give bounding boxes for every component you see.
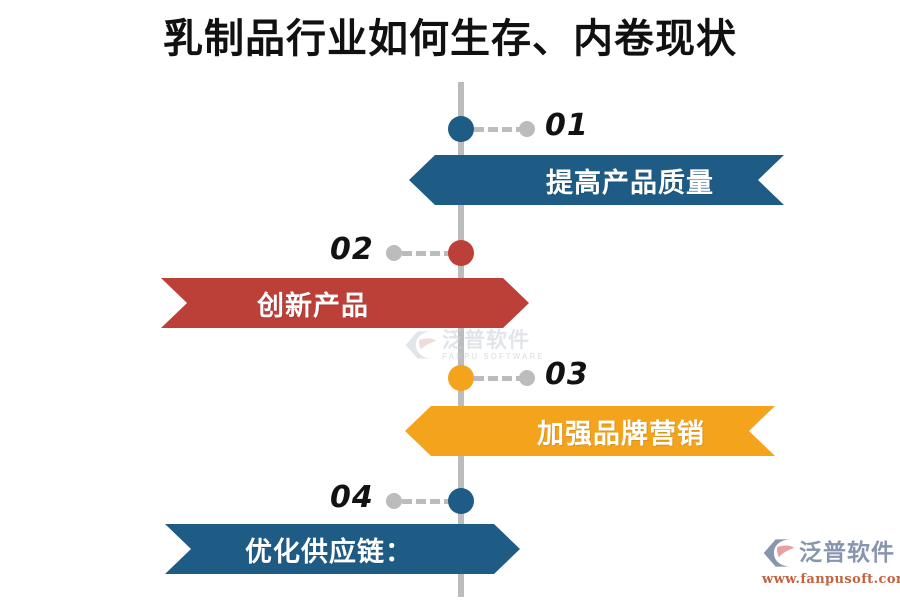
- center-watermark: 泛普软件 FANPU SOFTWARE: [404, 322, 554, 368]
- timeline-dot-03[interactable]: [448, 365, 474, 391]
- timeline-dot-04[interactable]: [448, 488, 474, 514]
- connector-endpoint-04: [386, 493, 402, 509]
- timeline-dot-01[interactable]: [448, 116, 474, 142]
- step-label-04: 优化供应链：: [245, 536, 413, 568]
- connector-endpoint-03: [519, 370, 535, 386]
- connector-dash-03: [474, 376, 526, 381]
- timeline-dot-02[interactable]: [448, 240, 474, 266]
- connector-row-02: 02: [330, 232, 490, 267]
- step-label-03: 加强品牌营销: [537, 418, 705, 450]
- fanpu-logo-icon: [405, 331, 437, 359]
- step-label-02: 创新产品: [257, 290, 369, 322]
- fanpu-logo-icon: [763, 539, 795, 567]
- step-label-01: 提高产品质量: [546, 167, 714, 199]
- step-banner-01[interactable]: 提高产品质量: [409, 155, 784, 205]
- connector-endpoint-01: [519, 121, 535, 137]
- timeline-spine: [458, 82, 464, 597]
- connector-dash-02: [402, 251, 454, 256]
- connector-dash-04: [402, 499, 454, 504]
- connector-endpoint-02: [386, 245, 402, 261]
- connector-row-01: 01: [448, 108, 608, 143]
- step-banner-04[interactable]: 优化供应链：: [165, 524, 520, 574]
- watermark-text: 泛普软件 FANPU SOFTWARE: [442, 327, 545, 361]
- brand-logo: 泛普软件 www.fanpusoft.com: [762, 536, 900, 590]
- connector-row-03: 03: [448, 357, 608, 392]
- logo-brand-cn: 泛普软件: [799, 539, 895, 566]
- step-number-02: 02: [330, 232, 374, 267]
- watermark-brand-en: FANPU SOFTWARE: [442, 351, 545, 361]
- page-title: 乳制品行业如何生存、内卷现状: [163, 15, 737, 62]
- step-number-03: 03: [545, 357, 589, 392]
- step-number-04: 04: [330, 480, 374, 515]
- logo-row: 泛普软件: [762, 536, 895, 570]
- step-banner-03[interactable]: 加强品牌营销: [405, 406, 775, 456]
- step-banner-02[interactable]: 创新产品: [161, 278, 529, 328]
- watermark-brand-cn: 泛普软件: [442, 327, 530, 352]
- connector-dash-01: [474, 127, 526, 132]
- logo-url: www.fanpusoft.com: [762, 572, 900, 587]
- step-number-01: 01: [545, 108, 589, 143]
- connector-row-04: 04: [330, 480, 490, 515]
